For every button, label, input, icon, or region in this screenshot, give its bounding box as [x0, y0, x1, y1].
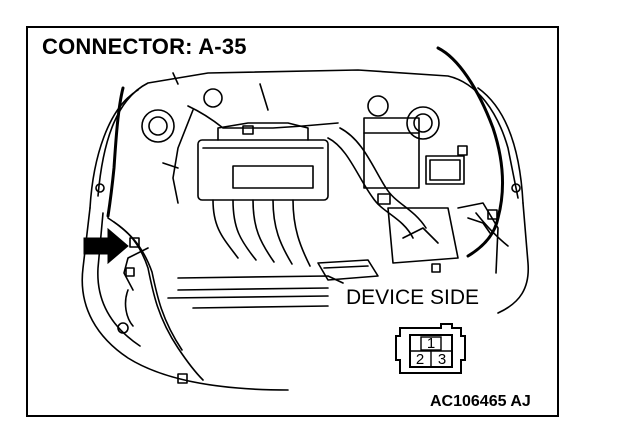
pin-2-label: 2	[416, 351, 424, 368]
pin-1-label: 1	[427, 335, 435, 352]
device-side-label: DEVICE SIDE	[346, 286, 480, 309]
connector-title: CONNECTOR: A-35	[42, 34, 247, 59]
connector-face-diagram	[395, 323, 466, 374]
diagram-frame: CONNECTOR: A-35	[26, 26, 559, 417]
engine-bay-illustration: 1 2 3	[81, 46, 530, 391]
reference-code: AC106465 AJ	[430, 393, 531, 410]
pin-3-label: 3	[438, 351, 446, 368]
arrow-right-icon	[83, 227, 129, 265]
